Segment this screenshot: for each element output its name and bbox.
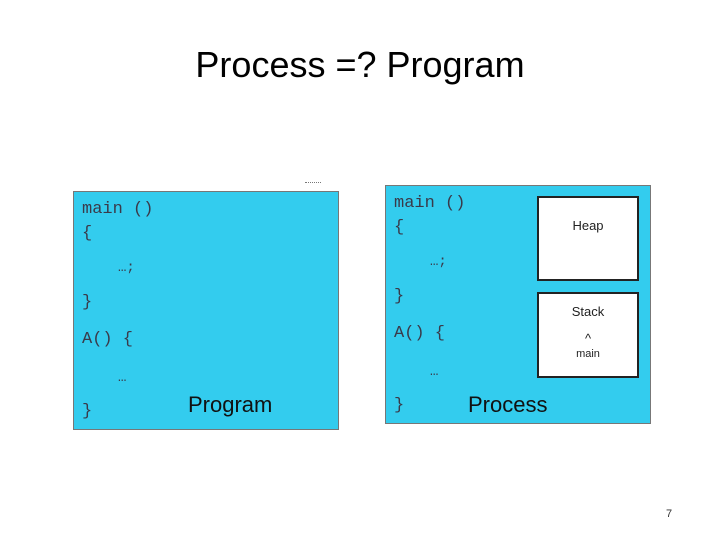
code-line-ellipsis: … (430, 364, 439, 380)
code-line-close-brace-a: } (394, 396, 405, 415)
page-number: 7 (666, 508, 673, 520)
code-line-open-brace: { (82, 224, 93, 243)
code-line-close-brace: } (82, 293, 93, 312)
code-line-close-brace: } (394, 287, 405, 306)
slide-title: Process =? Program (195, 44, 525, 85)
code-line-open-brace: { (394, 218, 405, 237)
code-line-close-brace-a: } (82, 402, 93, 421)
code-line-function-a: A() { (82, 330, 134, 349)
program-label: Program (188, 392, 273, 417)
decorative-mark (305, 182, 321, 185)
stack-box: Stack ^ main (537, 292, 639, 378)
heap-box: Heap (537, 196, 639, 281)
stack-caret: ^ (584, 331, 592, 346)
code-line-statement: …; (118, 260, 135, 276)
program-panel: main () { …; } A() { … } Program (73, 191, 339, 430)
heap-label: Heap (572, 218, 604, 233)
code-line-function-a: A() { (394, 324, 446, 343)
code-line-ellipsis: … (118, 370, 127, 386)
stack-frame-main: main (576, 348, 600, 360)
code-line-main: main () (82, 200, 154, 219)
process-panel: main () { …; } A() { … } Process Heap St… (385, 185, 651, 424)
stack-label: Stack (571, 304, 605, 319)
process-label: Process (468, 392, 548, 417)
code-line-main: main () (394, 194, 466, 213)
code-line-statement: …; (430, 254, 447, 270)
